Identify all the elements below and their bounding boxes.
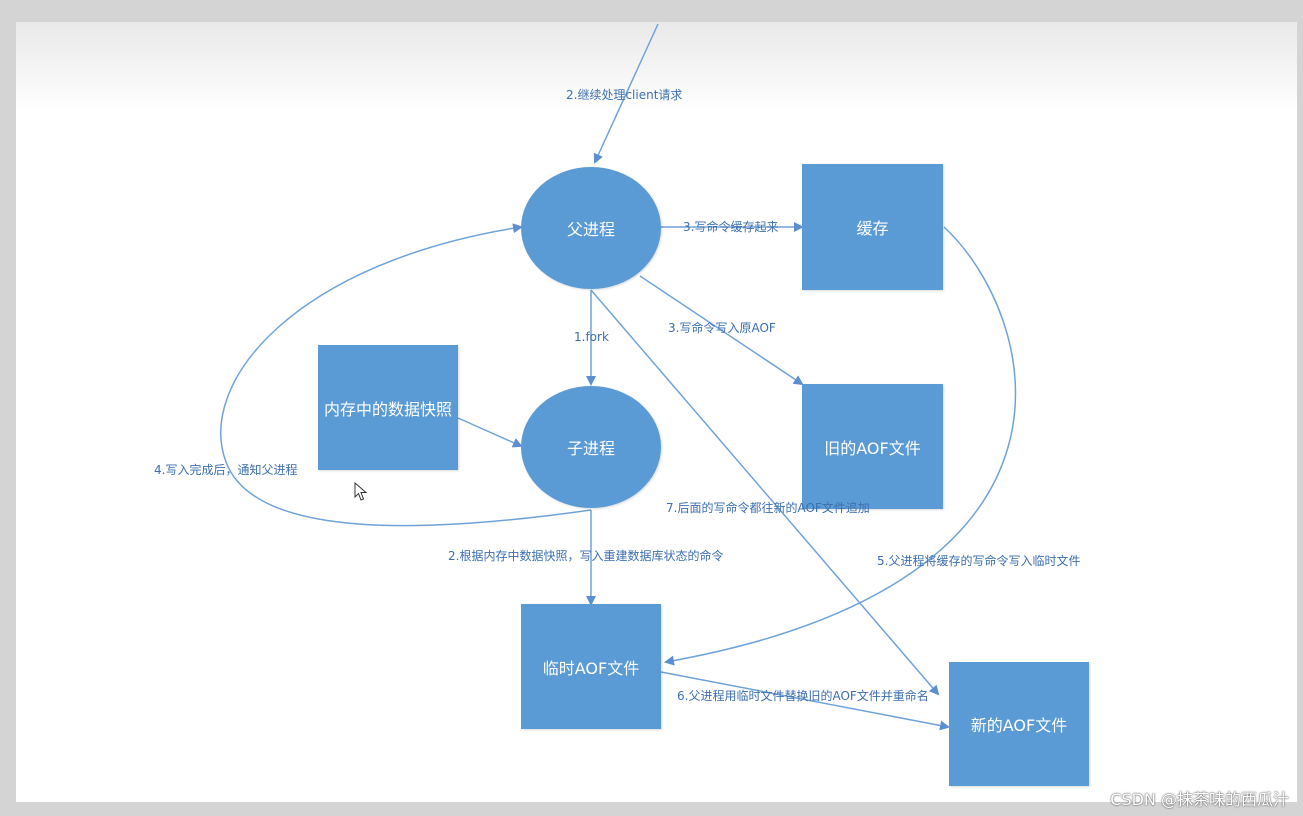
node-memory-snapshot: 内存中的数据快照	[318, 345, 458, 470]
watermark-text: CSDN @抹茶味的西瓜汁	[1110, 790, 1289, 809]
label-client-request: 2.继续处理client请求	[566, 88, 683, 102]
label-cache-to-temp: 5.父进程将缓存的写命令写入临时文件	[877, 554, 1081, 568]
edge-client	[593, 23, 659, 164]
node-child-process: 子进程	[521, 386, 661, 508]
edge-replace	[660, 671, 950, 731]
label-cache-write: 3.写命令缓存起来	[683, 220, 779, 234]
label-rebuild-commands: 2.根据内存中数据快照，写入重建数据库状态的命令	[448, 549, 724, 563]
label-write-old-aof: 3.写命令写入原AOF	[668, 321, 776, 335]
node-old-aof: 旧的AOF文件	[802, 384, 943, 509]
node-cache: 缓存	[802, 164, 943, 290]
top-shade	[16, 22, 1297, 112]
diagram-canvas: 父进程 缓存 内存中的数据快照 子进程 旧的AOF文件 临时AOF文件 新的AO…	[16, 22, 1297, 802]
node-parent-process: 父进程	[521, 167, 661, 289]
edge-layer	[220, 23, 1017, 731]
label-notify-parent: 4.写入完成后，通知父进程	[154, 463, 298, 477]
label-append-new-aof: 7.后面的写命令都往新的AOF文件追加	[666, 501, 870, 515]
node-new-aof: 新的AOF文件	[949, 662, 1089, 786]
edge-snapshot-to-child	[457, 417, 523, 448]
edge-append-new	[590, 289, 940, 696]
mouse-cursor-icon	[354, 482, 368, 501]
edge-to-old-aof	[639, 275, 804, 386]
label-replace-rename: 6.父进程用临时文件替换旧的AOF文件并重命名	[677, 689, 929, 703]
edge-notify	[220, 223, 592, 527]
node-temp-aof: 临时AOF文件	[521, 604, 661, 729]
label-fork: 1.fork	[574, 330, 609, 344]
edge-cache-to-temp	[664, 226, 1017, 666]
